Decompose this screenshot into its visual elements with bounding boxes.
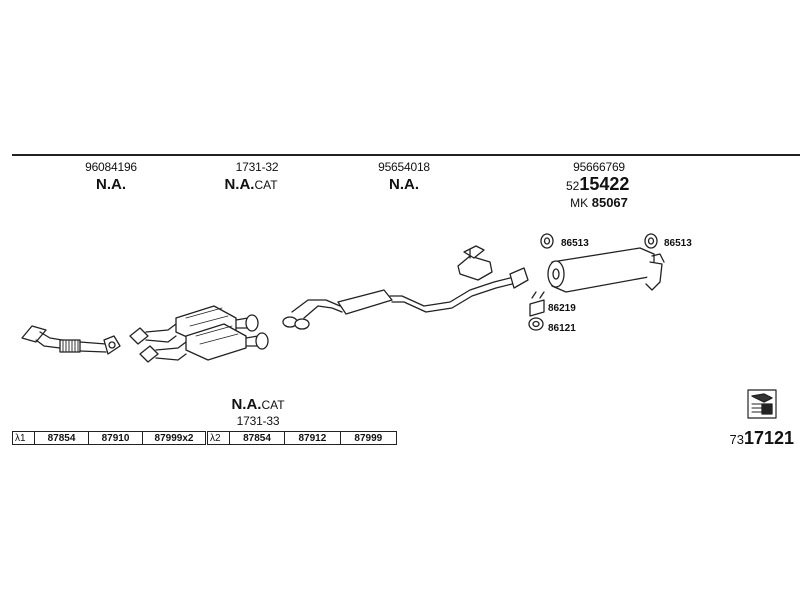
- sensor-cell: 87854: [35, 432, 89, 444]
- sensor-table-1: λ1 87854 87910 87999x2: [12, 431, 206, 445]
- lambda-label: λ1: [13, 432, 35, 444]
- ref-catalyst-lower: 1731-33: [236, 414, 280, 428]
- sensor-cell: 87999: [354, 432, 383, 444]
- middle-pipe-drawing: [282, 245, 529, 330]
- hanger-icon: [528, 291, 545, 331]
- sensor-table-2: λ2 87854 87912 87999: [207, 431, 397, 445]
- rear-muffler-drawing: [547, 247, 665, 293]
- header-divider-line: [12, 154, 800, 156]
- sensor-cell: 87910: [89, 432, 143, 444]
- lambda-label: λ2: [208, 432, 230, 444]
- label-middle-pipe: N.A.: [389, 176, 419, 193]
- label-catalyst-lower: N.A.CAT: [231, 396, 285, 413]
- clamp-icon: [540, 233, 658, 249]
- ref-rear-muffler: 95666769: [573, 160, 625, 174]
- clamp-label-right: 86513: [664, 238, 692, 249]
- ref-catalyst-upper: 1731-32: [235, 160, 279, 174]
- ref-front-pipe: 96084196: [85, 160, 137, 174]
- kit-number: 5215422: [566, 174, 630, 194]
- ref-middle-pipe: 95654018: [378, 160, 430, 174]
- sensor-cell: 87854: [230, 432, 286, 444]
- sensor-cell: 87999x2: [154, 432, 194, 444]
- hanger-label-b: 86121: [548, 323, 576, 334]
- catalog-book-icon: [747, 389, 777, 419]
- catalytic-converter-drawing: [129, 305, 269, 363]
- sensor-cell: 87912: [285, 432, 341, 444]
- hanger-label-a: 86219: [548, 303, 576, 314]
- front-pipe-drawing: [21, 325, 121, 355]
- clamp-label-left: 86513: [561, 238, 589, 249]
- label-front-pipe: N.A.: [96, 176, 126, 193]
- catalog-number: 7317121: [729, 428, 794, 448]
- label-catalyst-upper: N.A.CAT: [224, 176, 278, 193]
- mk-number: MK 85067: [570, 195, 628, 210]
